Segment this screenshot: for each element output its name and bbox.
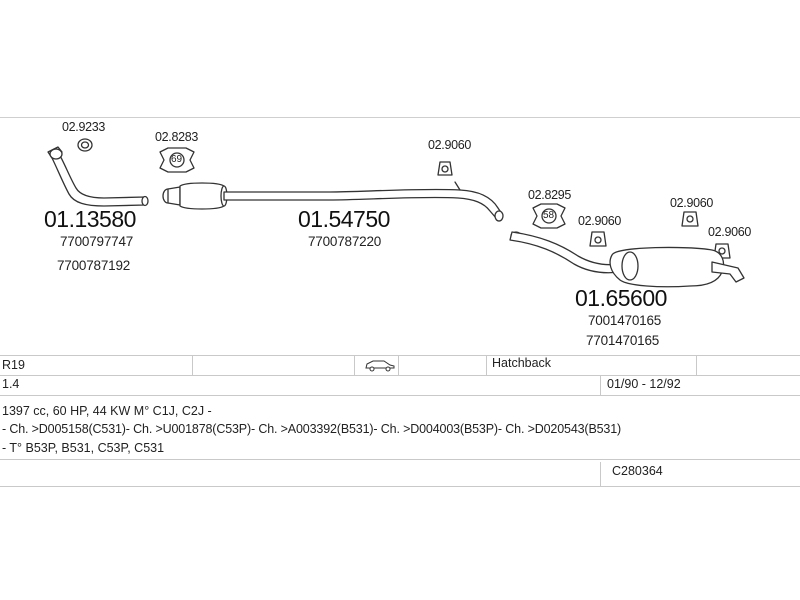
table-row: - Ch. >D005158(C531)- Ch. >U001878(C53P)… — [0, 420, 800, 439]
middle-silencer-part — [162, 181, 504, 222]
table-row: - T° B53P, B531, C53P, C531 — [0, 439, 800, 460]
hanger-mid-icon — [437, 161, 453, 176]
ref-hanger-69: 02.8283 — [155, 130, 199, 144]
front-pipe-part — [47, 146, 149, 207]
oem-number: 7700787192 — [57, 258, 131, 273]
types-cell: - T° B53P, B531, C53P, C531 — [2, 441, 165, 455]
ref-hanger-rear-c: 02.9060 — [708, 225, 752, 239]
ref-hanger-58: 02.8295 — [528, 188, 572, 202]
part-number-middle-silencer: 01.54750 — [298, 206, 390, 232]
body-type-cell: Hatchback — [492, 356, 552, 370]
part-number-rear-silencer: 01.65600 — [575, 285, 667, 311]
hanger-69-icon — [159, 147, 195, 173]
clamp-ring-icon — [77, 138, 93, 152]
ref-hanger-mid: 02.9060 — [428, 138, 472, 152]
hanger-58-icon — [532, 203, 566, 229]
hanger-69-number: 69 — [171, 154, 183, 165]
table-row: R19 Hatchback — [0, 355, 800, 376]
table-row: 1397 cc, 60 HP, 44 KW M° C1J, C2J - — [0, 402, 800, 421]
years-cell: 01/90 - 12/92 — [607, 377, 681, 391]
hanger-rear-a-icon — [589, 231, 607, 247]
part-number-front-pipe: 01.13580 — [44, 206, 136, 232]
ref-clamp-front: 02.9233 — [62, 120, 106, 134]
spec-cell: 1397 cc, 60 HP, 44 KW M° C1J, C2J - — [2, 404, 212, 418]
oem-number: 7700787220 — [308, 234, 382, 249]
chassis-cell: - Ch. >D005158(C531)- Ch. >U001878(C53P)… — [2, 422, 622, 436]
exhaust-system-diagram — [47, 138, 745, 288]
table-row: C280364 — [0, 462, 800, 487]
rear-silencer-part — [509, 231, 745, 288]
ref-hanger-rear-a: 02.9060 — [578, 214, 622, 228]
table-row: 1.4 01/90 - 12/92 — [0, 375, 800, 396]
code-cell: C280364 — [612, 464, 663, 478]
hanger-58-number: 58 — [543, 210, 555, 221]
oem-number: 7701470165 — [586, 333, 660, 348]
ref-hanger-rear-b: 02.9060 — [670, 196, 714, 210]
hanger-rear-b-icon — [681, 211, 699, 227]
top-divider — [0, 117, 800, 118]
oem-number: 7001470165 — [588, 313, 662, 328]
car-hatchback-icon — [364, 358, 396, 378]
model-cell: R19 — [2, 358, 25, 372]
engine-cell: 1.4 — [2, 377, 20, 391]
oem-number: 7700797747 — [60, 234, 134, 249]
